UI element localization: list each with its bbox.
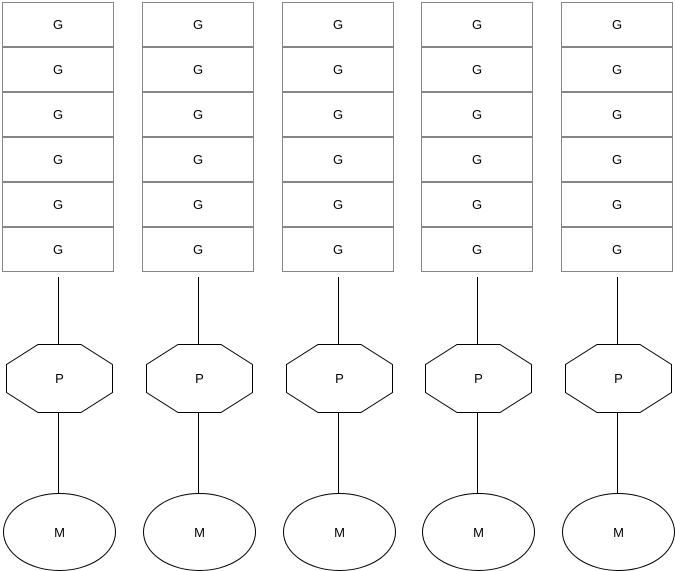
ellipse-shape-icon bbox=[562, 493, 675, 571]
connector-gateway-to-process bbox=[198, 277, 199, 345]
gateway-node-box[interactable]: G bbox=[2, 92, 114, 137]
gateway-node-box[interactable]: G bbox=[421, 137, 533, 182]
ellipse-shape-icon bbox=[3, 493, 116, 571]
ellipse-shape-icon bbox=[283, 493, 396, 571]
gateway-node-box[interactable]: G bbox=[142, 47, 254, 92]
process-octagon-node[interactable]: P bbox=[565, 344, 672, 413]
connector-process-to-machine bbox=[58, 412, 59, 495]
gateway-node-box[interactable]: G bbox=[421, 92, 533, 137]
process-octagon-node[interactable]: P bbox=[6, 344, 113, 413]
gateway-node-box[interactable]: G bbox=[282, 182, 394, 227]
ellipse-shape-icon bbox=[422, 493, 535, 571]
gateway-node-box[interactable]: G bbox=[421, 227, 533, 272]
octagon-shape-icon bbox=[565, 344, 672, 413]
connector-gateway-to-process bbox=[617, 277, 618, 345]
octagon-shape-icon bbox=[286, 344, 393, 413]
gateway-node-box[interactable]: G bbox=[2, 47, 114, 92]
process-octagon-node[interactable]: P bbox=[146, 344, 253, 413]
machine-ellipse-node[interactable]: M bbox=[422, 493, 535, 571]
gateway-node-box[interactable]: G bbox=[282, 137, 394, 182]
connector-process-to-machine bbox=[617, 412, 618, 495]
gateway-node-box[interactable]: G bbox=[142, 92, 254, 137]
connector-gateway-to-process bbox=[477, 277, 478, 345]
gateway-node-box[interactable]: G bbox=[282, 227, 394, 272]
gateway-node-box[interactable]: G bbox=[2, 2, 114, 47]
gateway-node-box[interactable]: G bbox=[142, 182, 254, 227]
process-octagon-node[interactable]: P bbox=[425, 344, 532, 413]
connector-process-to-machine bbox=[338, 412, 339, 495]
connector-gateway-to-process bbox=[58, 277, 59, 345]
gateway-node-box[interactable]: G bbox=[282, 2, 394, 47]
gateway-node-box[interactable]: G bbox=[561, 137, 673, 182]
gateway-node-box[interactable]: G bbox=[421, 2, 533, 47]
gateway-node-box[interactable]: G bbox=[282, 92, 394, 137]
gateway-node-box[interactable]: G bbox=[2, 182, 114, 227]
gateway-node-box[interactable]: G bbox=[142, 227, 254, 272]
connector-process-to-machine bbox=[198, 412, 199, 495]
gateway-node-box[interactable]: G bbox=[2, 137, 114, 182]
process-octagon-node[interactable]: P bbox=[286, 344, 393, 413]
gateway-node-box[interactable]: G bbox=[561, 182, 673, 227]
ellipse-shape-icon bbox=[143, 493, 256, 571]
gateway-node-box[interactable]: G bbox=[142, 137, 254, 182]
gateway-node-box[interactable]: G bbox=[142, 2, 254, 47]
gateway-node-box[interactable]: G bbox=[421, 182, 533, 227]
machine-ellipse-node[interactable]: M bbox=[562, 493, 675, 571]
gateway-node-box[interactable]: G bbox=[561, 47, 673, 92]
gateway-node-box[interactable]: G bbox=[561, 92, 673, 137]
gateway-node-box[interactable]: G bbox=[561, 227, 673, 272]
machine-ellipse-node[interactable]: M bbox=[283, 493, 396, 571]
octagon-shape-icon bbox=[6, 344, 113, 413]
gateway-node-box[interactable]: G bbox=[421, 47, 533, 92]
gateway-node-box[interactable]: G bbox=[561, 2, 673, 47]
gateway-node-box[interactable]: G bbox=[2, 227, 114, 272]
gateway-node-box[interactable]: G bbox=[282, 47, 394, 92]
connector-process-to-machine bbox=[477, 412, 478, 495]
machine-ellipse-node[interactable]: M bbox=[3, 493, 116, 571]
octagon-shape-icon bbox=[425, 344, 532, 413]
octagon-shape-icon bbox=[146, 344, 253, 413]
connector-gateway-to-process bbox=[338, 277, 339, 345]
machine-ellipse-node[interactable]: M bbox=[143, 493, 256, 571]
